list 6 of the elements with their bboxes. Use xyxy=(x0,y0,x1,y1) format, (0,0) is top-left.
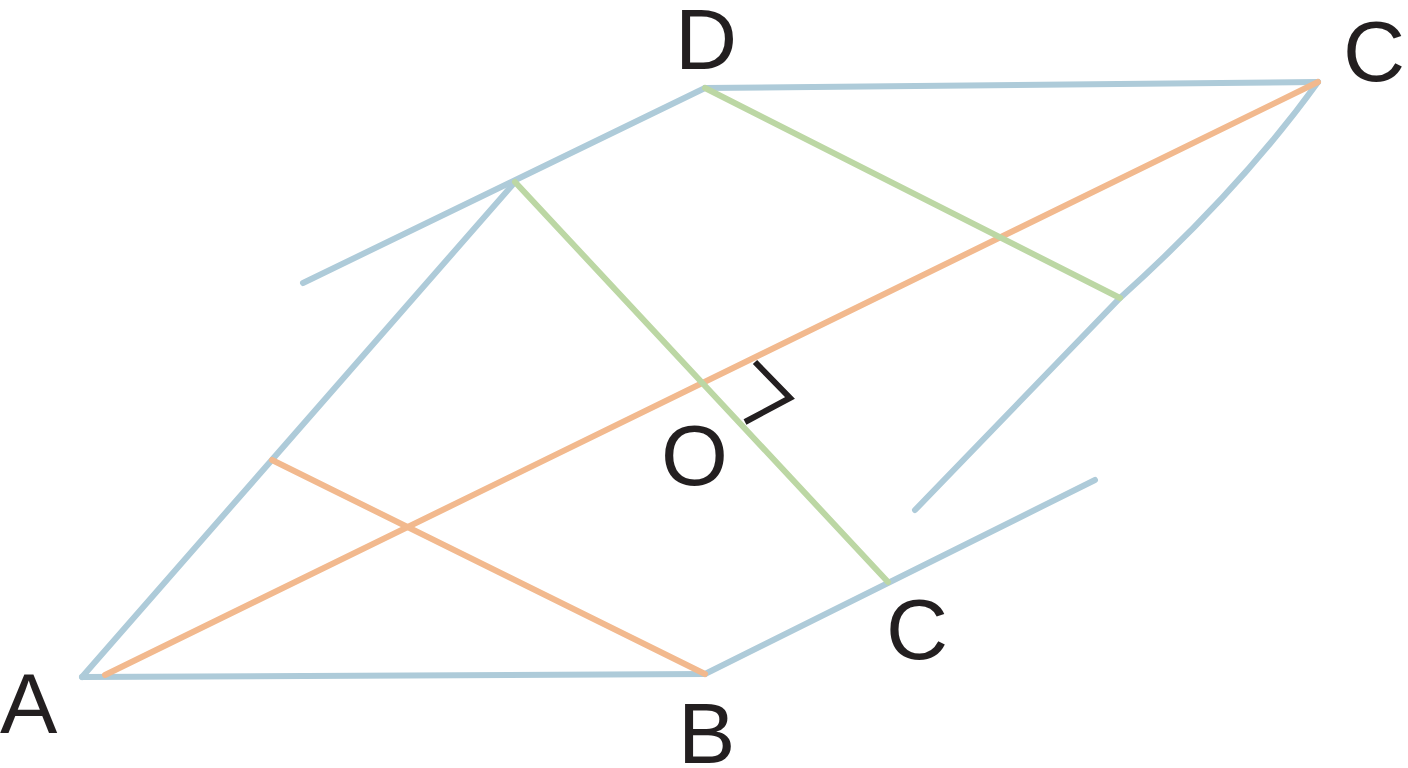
point-label: O xyxy=(661,412,728,498)
point-label: D xyxy=(675,0,738,82)
point-label: C xyxy=(886,586,949,672)
point-label: C xyxy=(1343,8,1406,94)
point-label: B xyxy=(678,690,736,768)
point-label: A xyxy=(0,660,58,746)
